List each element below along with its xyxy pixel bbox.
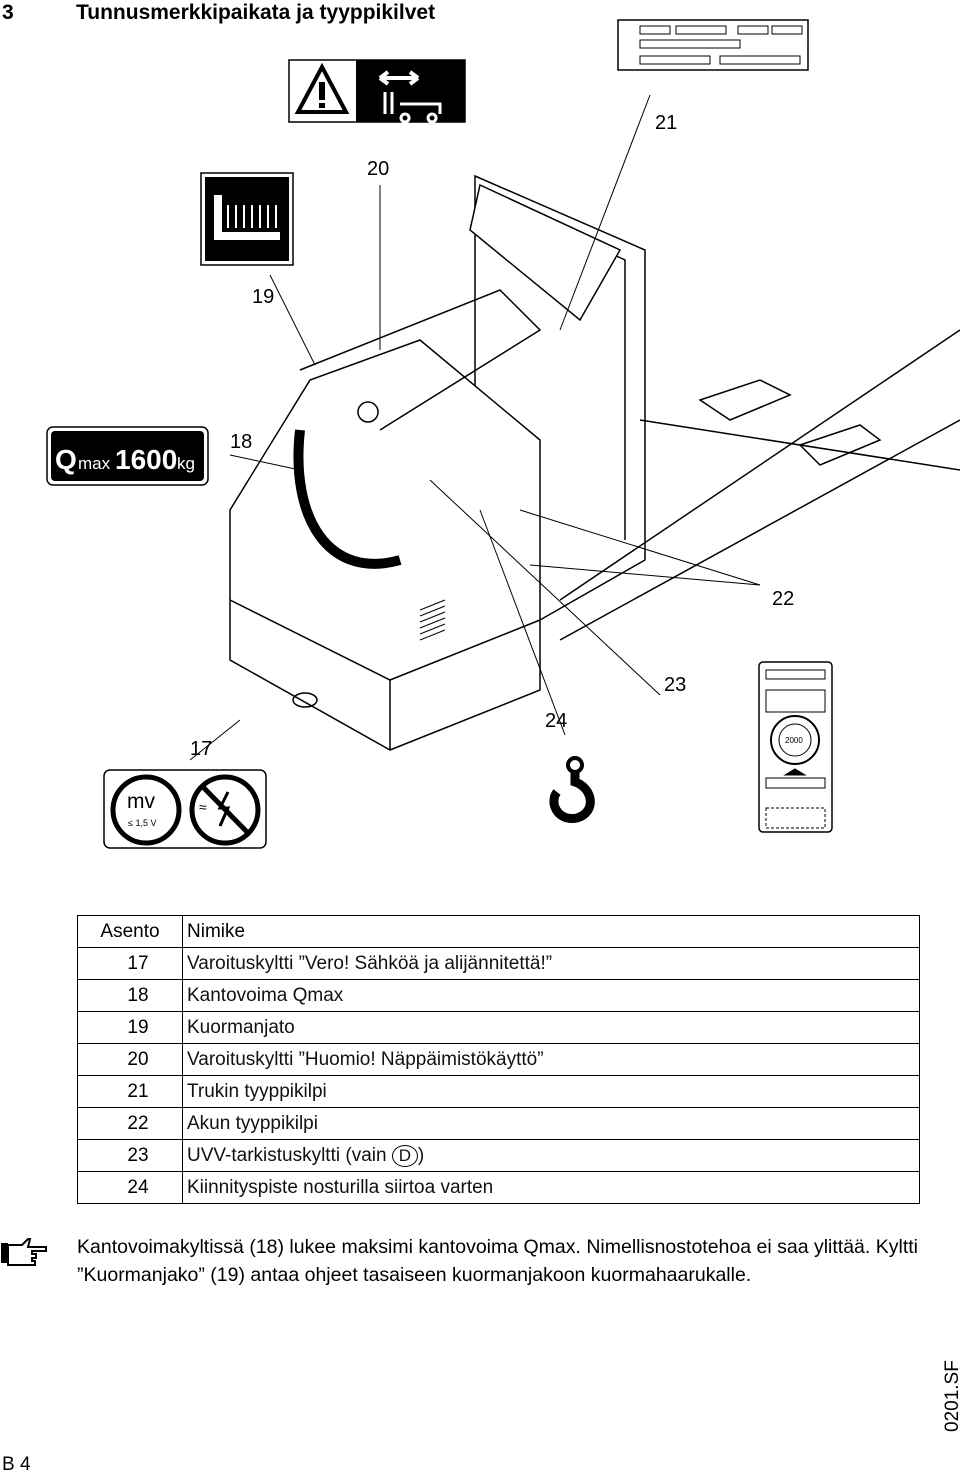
- ac-symbol-label: ≈: [199, 799, 207, 815]
- capacity-sign-18: Q max 1600 kg: [46, 426, 209, 486]
- document-code: 0201.SF: [942, 1360, 960, 1432]
- callout-leaders: [189, 94, 761, 761]
- note-text: Kantovoimakyltissä (18) lukee maksimi ka…: [77, 1236, 918, 1286]
- truck-body: [229, 174, 960, 751]
- callout-19: 19: [252, 286, 275, 308]
- row-position: 17: [77, 947, 183, 980]
- row-name: Kuormanjato: [182, 1011, 920, 1044]
- callout-18: 18: [230, 431, 253, 453]
- mv-voltage-label: ≤ 1,5 V: [128, 818, 156, 828]
- callout-21: 21: [655, 112, 678, 134]
- mv-label: mv: [127, 790, 155, 813]
- voltage-warning-sign-17: mv ≤ 1,5 V ≈: [103, 769, 267, 849]
- header-position: Asento: [77, 915, 183, 948]
- lifting-hook-icon: [549, 756, 595, 823]
- page-number: B 4: [2, 1454, 31, 1475]
- pointing-hand-icon: [1, 1238, 47, 1266]
- row-name: Kantovoima Qmax: [182, 979, 920, 1012]
- row-position: 19: [77, 1011, 183, 1044]
- load-distribution-sign-19: [200, 172, 294, 266]
- row-position: 18: [77, 979, 183, 1012]
- qmax-q-label: Q: [55, 444, 77, 475]
- qmax-unit-label: kg: [177, 454, 195, 473]
- row-name: Varoituskyltti ”Vero! Sähköä ja alijänni…: [182, 947, 920, 980]
- country-code-badge: D: [391, 1144, 418, 1167]
- row-name: UVV-tarkistuskyltti (vain: [187, 1144, 387, 1166]
- qmax-value-label: 1600: [115, 444, 177, 475]
- legend-header-row: Asento Nimike: [77, 915, 920, 948]
- callout-20: 20: [367, 158, 390, 180]
- row-name-group: UVV-tarkistuskyltti (vain D): [182, 1139, 920, 1172]
- section-number: 3: [2, 1, 14, 24]
- row-name-end: ): [417, 1144, 425, 1166]
- type-plate-21-sign: [617, 19, 809, 71]
- row-position: 21: [77, 1075, 183, 1108]
- row-position: 20: [77, 1043, 183, 1076]
- callout-23: 23: [664, 674, 687, 696]
- row-position: 24: [77, 1171, 183, 1204]
- callout-17: 17: [190, 738, 213, 760]
- inspection-year-label: 2000: [785, 736, 803, 745]
- row-name: Kiinnityspiste nosturilla siirtoa varten: [182, 1171, 920, 1204]
- row-name: Varoituskyltti ”Huomio! Näppäimistökäytt…: [182, 1043, 920, 1076]
- qmax-sub-label: max: [78, 454, 111, 473]
- callout-24: 24: [545, 710, 568, 732]
- row-position: 23: [77, 1139, 183, 1172]
- truck-illustration: Q max 1600 kg mv ≤ 1,5 V ≈ 2000: [46, 19, 960, 849]
- section-title: Tunnusmerkkipaikata ja tyyppikilvet: [76, 1, 436, 24]
- row-position: 22: [77, 1107, 183, 1140]
- header-name: Nimike: [182, 915, 920, 948]
- row-name: Akun tyyppikilpi: [182, 1107, 920, 1140]
- uvv-inspection-plate-23: 2000: [758, 661, 833, 833]
- callout-22: 22: [772, 588, 795, 610]
- row-name: Trukin tyyppikilpi: [182, 1075, 920, 1108]
- warning-sign-20: [288, 59, 466, 124]
